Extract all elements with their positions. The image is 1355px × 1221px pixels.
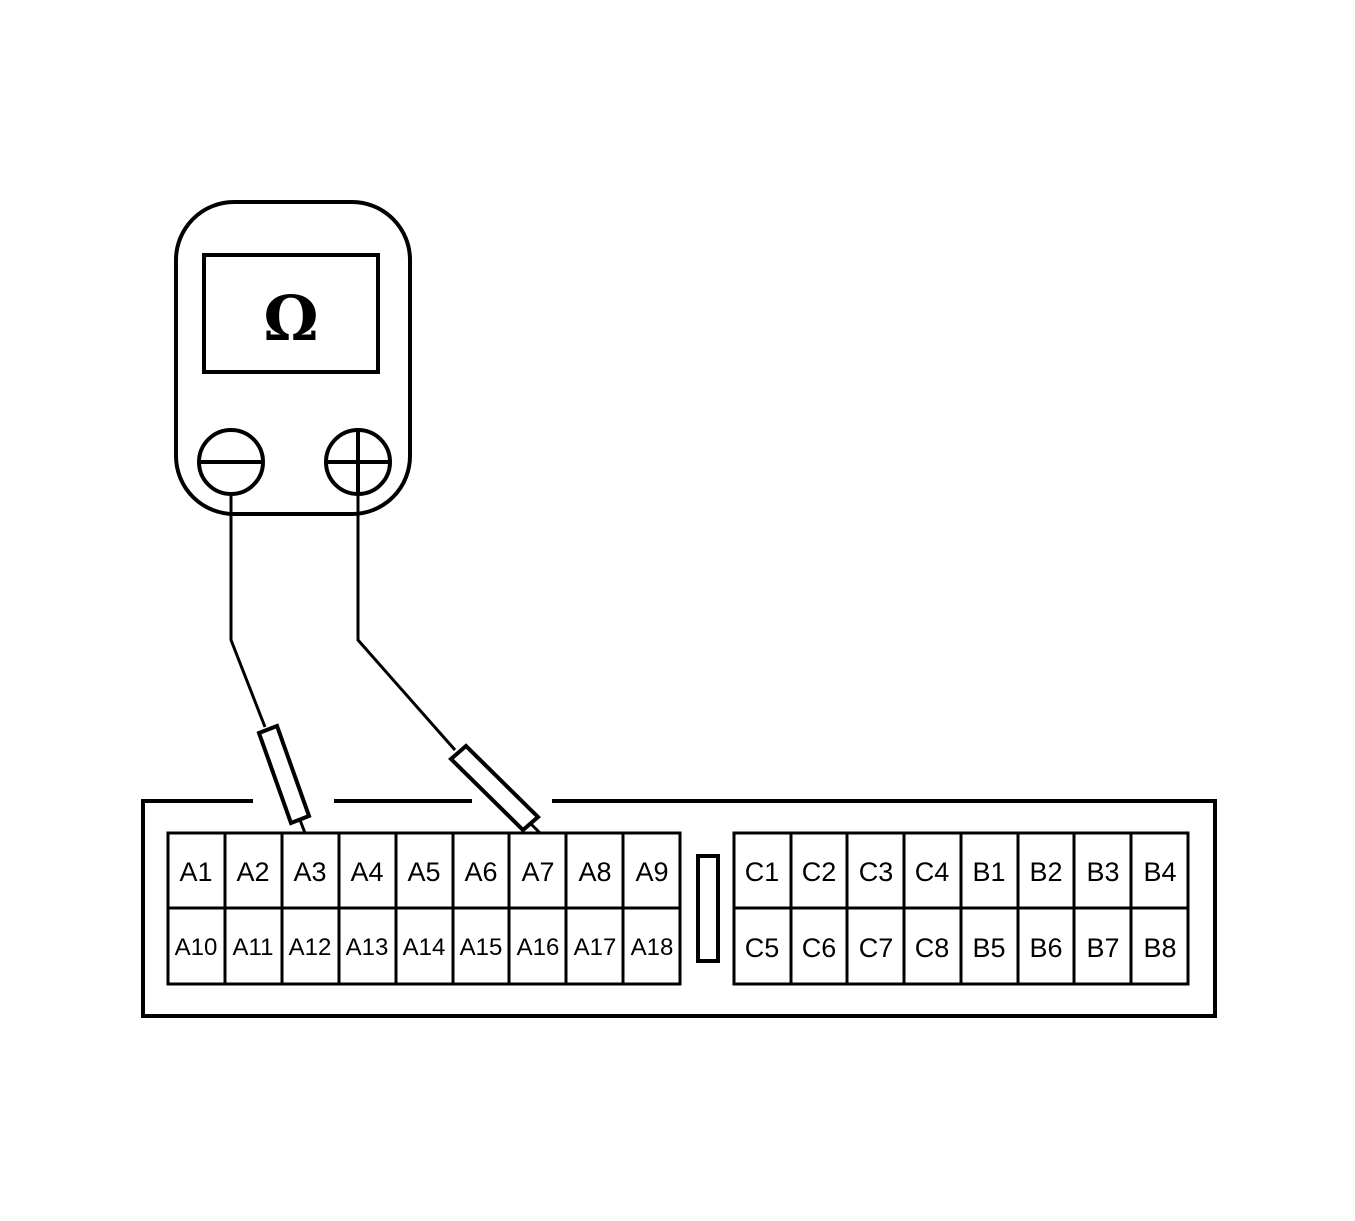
pin-label: C4 — [915, 857, 950, 887]
negative-probe-tip — [256, 723, 312, 826]
pin-label: C8 — [915, 933, 950, 963]
pin-label: C6 — [802, 933, 837, 963]
pin-label: A12 — [289, 934, 332, 961]
pin-label: A1 — [179, 857, 212, 887]
pin-label: A7 — [521, 857, 554, 887]
plus-icon — [324, 428, 392, 496]
pin-label: A16 — [517, 934, 560, 961]
pin-label: A4 — [350, 857, 383, 887]
pin-label: C7 — [859, 933, 894, 963]
pin-block-cb: C1 C2 C3 C4 B1 B2 B3 B4 C5 C6 C7 C8 B5 B… — [732, 831, 1190, 986]
pin-label: B1 — [972, 857, 1005, 887]
pin-label: C2 — [802, 857, 837, 887]
pin-label: A5 — [407, 857, 440, 887]
pin-label: A3 — [293, 857, 326, 887]
pin-label: A2 — [236, 857, 269, 887]
pin-label: B6 — [1029, 933, 1062, 963]
pin-block-a: A1 A2 A3 A4 A5 A6 A7 A8 A9 A10 A11 A12 A… — [166, 831, 682, 986]
pin-label: C1 — [745, 857, 780, 887]
ohm-symbol: Ω — [263, 282, 318, 355]
pin-label: A8 — [578, 857, 611, 887]
pin-label: A14 — [403, 934, 446, 961]
ohmmeter-body — [174, 200, 412, 516]
pin-label: A17 — [574, 934, 617, 961]
connector-housing — [141, 799, 1217, 1018]
pin-label: B7 — [1086, 933, 1119, 963]
pin-label: B2 — [1029, 857, 1062, 887]
minus-icon — [197, 428, 265, 496]
pin-label: B3 — [1086, 857, 1119, 887]
pin-label: A10 — [175, 934, 218, 961]
pin-label: B5 — [972, 933, 1005, 963]
connector-center-key — [696, 854, 720, 963]
positive-probe-tip — [448, 743, 541, 833]
pin-label: B4 — [1143, 857, 1176, 887]
pin-label: C5 — [745, 933, 780, 963]
pin-label: C3 — [859, 857, 894, 887]
positive-test-lead — [356, 494, 542, 835]
pin-label: B8 — [1143, 933, 1176, 963]
negative-test-lead — [229, 494, 312, 834]
pin-label: A15 — [460, 934, 503, 961]
pin-label: A6 — [464, 857, 497, 887]
ohmmeter: Ω — [174, 200, 412, 516]
pin-label: A9 — [635, 857, 668, 887]
ohmmeter-display — [202, 253, 380, 374]
pin-label: A11 — [233, 934, 274, 961]
pin-label: A18 — [631, 934, 674, 961]
pin-label: A13 — [346, 934, 389, 961]
